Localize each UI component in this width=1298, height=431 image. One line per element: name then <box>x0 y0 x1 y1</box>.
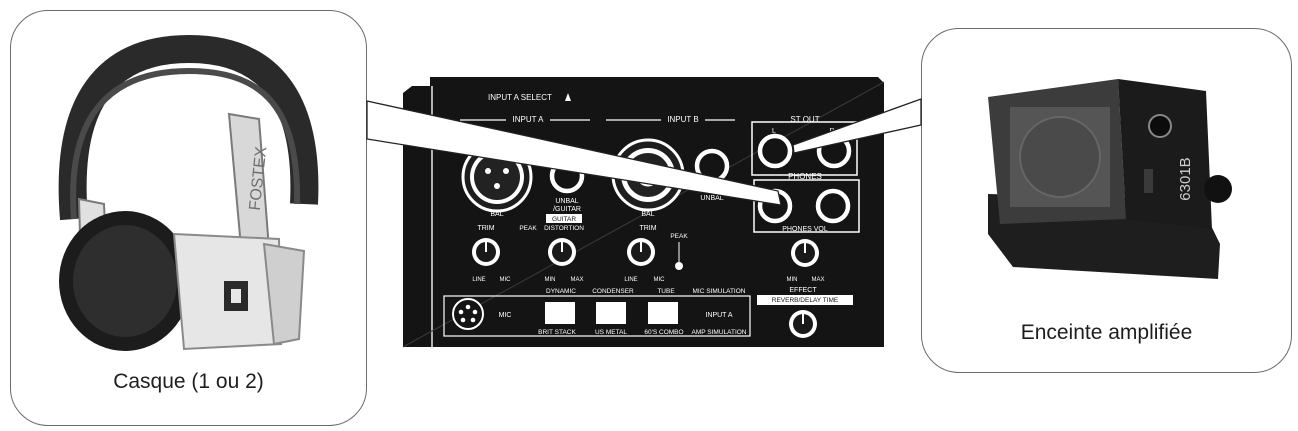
amp-simulation-label: AMP SIMULATION <box>691 329 746 336</box>
headphones-illustration: FOSTEX <box>58 34 319 351</box>
volume-knob[interactable] <box>1148 114 1172 138</box>
st-out-label: ST OUT <box>790 115 819 124</box>
distortion-label: DISTORTION <box>544 225 584 232</box>
st-out-r-jack <box>816 133 852 169</box>
xlr-combo-connector-b <box>611 138 685 212</box>
trim-label-b: TRIM <box>639 225 656 232</box>
max-label-p: MAX <box>811 277 824 283</box>
headphones-callout: FOSTEX Casque (1 ou 2) <box>10 10 367 426</box>
line-label-b: LINE <box>624 277 637 283</box>
trim-label-a: TRIM <box>477 225 494 232</box>
mic-label-b: MIC <box>654 277 666 283</box>
trim-knob-a[interactable] <box>472 238 500 266</box>
unbal-label-a: UNBAL <box>555 198 578 205</box>
effect-knob[interactable] <box>789 310 817 338</box>
phones-vol-label: PHONES VOL <box>782 226 828 233</box>
xlr-connector-a <box>461 141 533 213</box>
tube-label: TUBE <box>657 288 675 295</box>
mic-simulation-label: MIC SIMULATION <box>693 288 746 295</box>
min-label-a: MIN <box>545 277 556 283</box>
us-metal-label: US METAL <box>595 329 627 336</box>
distortion-knob[interactable] <box>548 238 576 266</box>
unbal-jack-b <box>694 148 730 184</box>
input-a-header: INPUT A <box>513 115 545 124</box>
phones-jack-1 <box>757 188 793 224</box>
input-a-select-label: INPUT A SELECT <box>488 93 552 102</box>
peak-led-b <box>675 262 683 270</box>
dynamic-label: DYNAMIC <box>546 288 576 295</box>
effect-label: EFFECT <box>789 287 817 294</box>
st-out-l-jack <box>757 133 793 169</box>
speaker-illustration: 6301B <box>988 79 1232 279</box>
phones-vol-knob[interactable] <box>791 239 819 267</box>
mic-connector <box>452 298 484 330</box>
peak-label-a: PEAK <box>519 225 537 232</box>
triangle-indicator-icon <box>565 93 571 101</box>
condenser-us-metal-button[interactable] <box>596 302 626 324</box>
unbal-label-b: UNBAL <box>700 195 723 202</box>
min-label-p: MIN <box>787 277 798 283</box>
mic-row-label: MIC <box>499 312 512 319</box>
speaker-caption: Enceinte amplifiée <box>1020 321 1193 344</box>
input-b-header: INPUT B <box>667 115 698 124</box>
phones-label: PHONES <box>788 172 822 181</box>
trim-knob-b[interactable] <box>627 238 655 266</box>
bal-label-a: BAL <box>490 211 503 218</box>
phones-jack-2 <box>815 188 851 224</box>
bal-label-b: BAL <box>641 211 654 218</box>
line-label-a: LINE <box>472 277 485 283</box>
headphones-caption: Casque (1 ou 2) <box>113 370 264 393</box>
max-label-a: MAX <box>570 277 583 283</box>
speaker-model-text: 6301B <box>1177 157 1194 200</box>
reverb-delay-label: REVERB/DELAY TIME <box>772 297 839 304</box>
speaker-callout: 6301B Enceinte amplifiée <box>921 28 1292 373</box>
fostex-logo: FOSTEX <box>247 145 271 211</box>
dynamic-brit-stack-button[interactable] <box>545 302 575 324</box>
guitar-tag: GUITAR <box>552 216 576 223</box>
input-a-row-label: INPUT A <box>705 312 732 319</box>
60s-combo-label: 60'S COMBO <box>644 329 683 336</box>
guitar-jack-a <box>549 158 585 194</box>
tube-60s-combo-button[interactable] <box>648 302 678 324</box>
mic-label-a: MIC <box>500 277 512 283</box>
svg-text:FOSTEX: FOSTEX <box>247 145 271 211</box>
condenser-label: CONDENSER <box>592 288 634 295</box>
brit-stack-label: BRIT STACK <box>538 329 576 336</box>
peak-label-b: PEAK <box>670 233 688 240</box>
guitar-label-a: /GUITAR <box>553 206 581 213</box>
